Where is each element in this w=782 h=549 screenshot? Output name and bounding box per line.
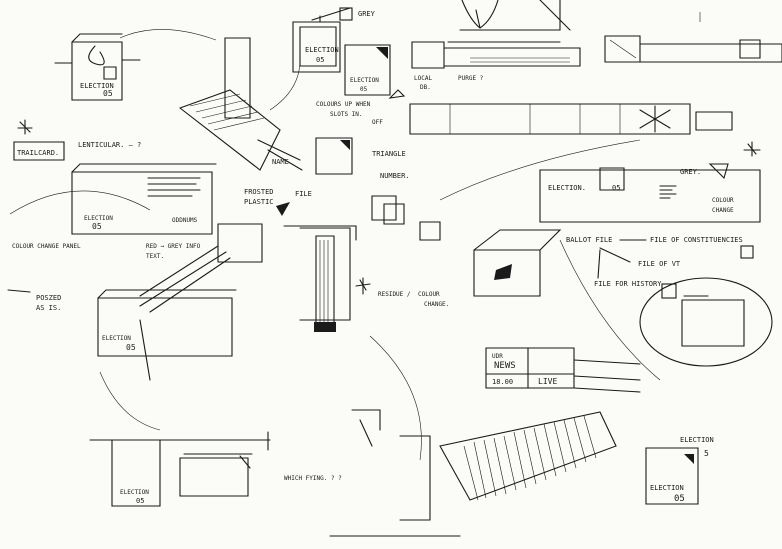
top-right-sketch	[604, 12, 782, 63]
slat-structure-sketch	[329, 409, 617, 537]
file-note: FILE	[295, 190, 312, 198]
residue-sketch: RESIDUE / COLOUR CHANGE.	[355, 277, 449, 308]
election-card-small-sketch: ELECTION 05	[292, 7, 351, 73]
news-top: UDR	[492, 353, 503, 360]
news-panel-sketch: UDR NEWS 18.00 LIVE	[485, 347, 641, 393]
bottom-card-number: 05	[136, 497, 144, 505]
bottom-right-card-sketch: ELECTION 5 ELECTION 05	[645, 436, 714, 505]
ballot-box-sketch: BALLOT FILE FILE OF CONSTITUENCIES FILE …	[473, 229, 754, 299]
constituencies-note: FILE OF CONSTITUENCIES	[650, 236, 743, 244]
election-screen-sketch: ELECTION 05 POSZED AS IS.	[7, 289, 237, 381]
news-time: 18.00	[492, 378, 513, 386]
grey-card-sketch: GREY ELECTION 05 COLOURS UP WHEN SLOTS I…	[316, 7, 406, 126]
number-note: NUMBER.	[380, 172, 410, 180]
triangle-card-sketch: TRIANGLE NUMBER. FILE	[295, 137, 441, 241]
connector-curves	[9, 29, 661, 461]
screen-election-label: ELECTION	[102, 335, 131, 342]
oval-detail-sketch	[639, 277, 773, 367]
slots-in-note: SLOTS IN.	[330, 111, 363, 118]
grey-card-grey: GREY.	[680, 168, 701, 176]
db-note: DB.	[420, 84, 431, 91]
local-note: LOCAL	[414, 75, 432, 82]
off-note: OFF	[372, 119, 383, 126]
text-note: TEXT.	[146, 253, 164, 260]
residue-colour-note: COLOUR	[418, 291, 440, 298]
red-grey-note: RED → GREY INFO	[146, 243, 201, 250]
election-label: ELECTION	[80, 82, 114, 90]
posed-note: POSZED	[36, 294, 61, 302]
election-small-number: 05	[360, 86, 368, 93]
election-tag: ELECTION	[305, 46, 339, 54]
election-small-label: ELECTION	[350, 77, 379, 84]
bottom-left-cards-sketch: ELECTION 05 WHICH FYING. ? ?	[89, 431, 342, 507]
oddnums-note: ODDNUMS	[172, 217, 198, 224]
plastic-note: PLASTIC	[244, 198, 274, 206]
colours-up-note: COLOURS UP WHEN	[316, 101, 371, 108]
five-label: 5	[704, 449, 709, 458]
election-card-number: 05	[92, 222, 102, 231]
election-5-label: ELECTION	[680, 436, 714, 444]
live-label: LIVE	[538, 377, 557, 386]
perspective-strip-sketch: LOCAL DB. PURGE ?	[411, 0, 581, 91]
residue-note: RESIDUE /	[378, 291, 411, 298]
election-card-sketch: ELECTION 05	[54, 33, 141, 101]
trailcard-label: TRAILCARD.	[17, 149, 59, 157]
screen-election-number: 05	[126, 343, 136, 352]
bottom-election-label: ELECTION	[650, 484, 684, 492]
residue-change-note: CHANGE.	[424, 301, 449, 308]
trailcard-sketch: TRAILCARD. LENTICULAR. — ?	[13, 119, 141, 161]
triangle-note: TRIANGLE	[372, 150, 406, 158]
beam-sketch	[139, 223, 263, 313]
which-fying-note: WHICH FYING. ? ?	[284, 475, 342, 482]
odd-nums-card-sketch: ELECTION 05 ODDNUMS FROSTED PLASTIC COLO…	[12, 163, 290, 260]
bottom-election-number: 05	[674, 494, 685, 504]
lenticular-note: LENTICULAR. — ?	[78, 141, 141, 149]
frosted-note: FROSTED	[244, 188, 274, 196]
colour-note: COLOUR	[712, 197, 734, 204]
election-tag-number: 05	[316, 56, 324, 64]
grey-election-card-sketch: ELECTION. 05 GREY. COLOUR CHANGE	[539, 141, 761, 223]
file-vt-note: FILE OF VT	[638, 260, 681, 268]
election-number: 05	[103, 89, 113, 98]
ballot-file-note: BALLOT FILE	[566, 236, 612, 244]
purge-note: PURGE ?	[458, 75, 484, 82]
perspective-screen-sketch: NAME	[179, 37, 303, 171]
change-note: CHANGE	[712, 207, 734, 214]
strip-row-sketch	[409, 103, 733, 135]
file-history-note: FILE FOR HISTORY	[594, 280, 662, 288]
colour-change-panel-note: COLOUR CHANGE PANEL	[12, 243, 81, 250]
name-note: NAME	[272, 158, 289, 166]
as-is-note: AS IS.	[36, 304, 61, 312]
grey-note: GREY	[358, 10, 376, 18]
bottom-card-label: ELECTION	[120, 489, 149, 496]
grey-card-election: ELECTION.	[548, 184, 586, 192]
news-label: NEWS	[494, 361, 516, 371]
pillar-sketch	[283, 225, 357, 332]
grey-card-number: 05	[612, 184, 620, 192]
election-card-label: ELECTION	[84, 215, 113, 222]
